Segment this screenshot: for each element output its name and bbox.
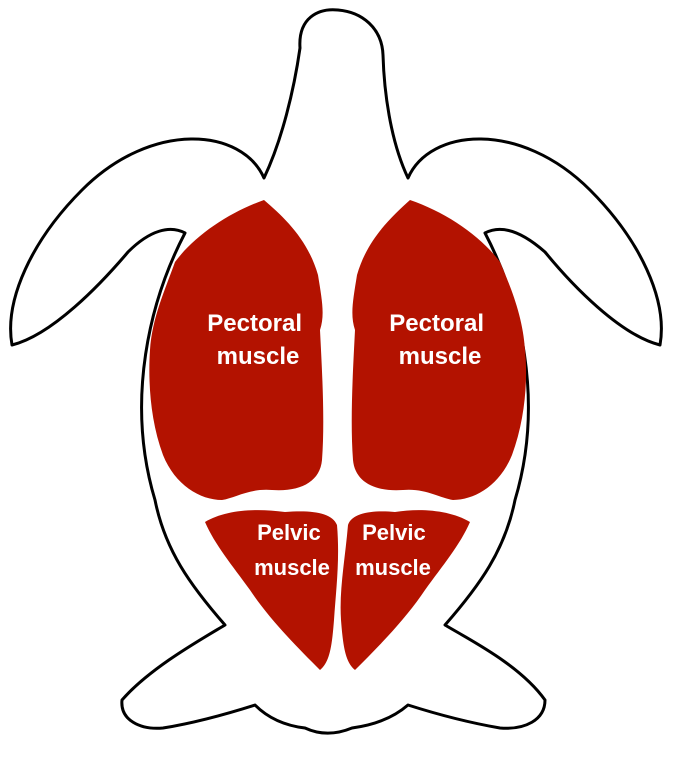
turtle-outline bbox=[11, 10, 662, 733]
